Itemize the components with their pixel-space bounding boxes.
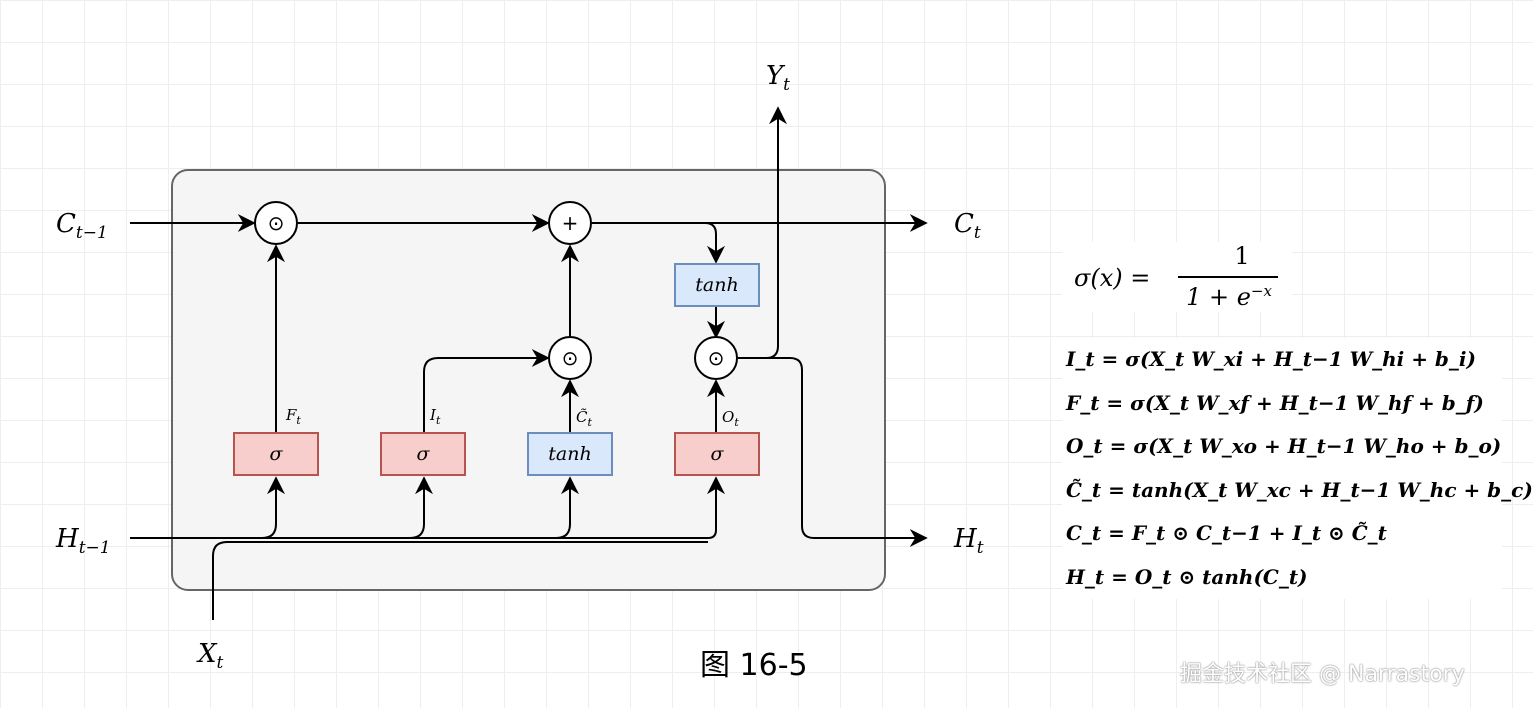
candidate-tanh: tanh [527, 432, 613, 476]
svg-text:tanh: tanh [695, 274, 738, 296]
svg-text:σ: σ [417, 443, 431, 465]
edge-input-to-mul2 [423, 349, 550, 432]
edge-xt-input [212, 541, 708, 620]
sigmoid-denominator: 1 + e−x [1186, 282, 1272, 311]
label-ot: Ot [722, 408, 739, 429]
formula-cell-state: C_t = F_t ⊙ C_t−1 + I_t ⊙ C̃_t [1066, 521, 1387, 545]
watermark: 掘金技术社区 @ Narrastory [1180, 662, 1465, 687]
label-x-t: Xt [196, 639, 224, 673]
svg-text:tanh: tanh [548, 443, 591, 465]
svg-text:⊙: ⊙ [708, 346, 725, 370]
output-multiply-node: ⊙ [694, 336, 738, 380]
formula-output-gate: O_t = σ(X_t W_xo + H_t−1 W_ho + b_o) [1066, 434, 1502, 458]
forget-gate-sigma: σ [233, 432, 319, 476]
svg-text:⊙: ⊙ [268, 211, 285, 235]
output-gate-sigma: σ [674, 432, 760, 476]
lstm-formulas: I_t = σ(X_t W_xi + H_t−1 W_hi + b_i) F_t… [1062, 338, 1533, 599]
label-it: It [429, 406, 441, 427]
edge-mul3-to-ht [738, 357, 928, 547]
label-c-prev: Ct−1 [56, 209, 108, 243]
edge-bus-to-candidate [555, 476, 579, 539]
cell-state-tanh: tanh [674, 263, 760, 307]
label-ft: Ft [285, 406, 301, 427]
svg-text:+: + [562, 211, 579, 235]
input-gate-sigma: σ [380, 432, 466, 476]
input-multiply-node: ⊙ [548, 336, 592, 380]
edge-add-to-tanh [592, 222, 725, 264]
edge-hprev-bus [130, 476, 725, 539]
forget-multiply-node: ⊙ [254, 201, 298, 245]
figure-caption: 图 16-5 [700, 648, 808, 683]
label-h-prev: Ht−1 [55, 524, 111, 558]
formula-input-gate: I_t = σ(X_t W_xi + H_t−1 W_hi + b_i) [1066, 347, 1476, 371]
label-ct-tilde: C̃t [576, 408, 592, 429]
edge-bus-to-forget [261, 476, 285, 539]
sigmoid-definition: σ(x) = 1 1 + e−x [1062, 242, 1292, 312]
formula-hidden-state: H_t = O_t ⊙ tanh(C_t) [1066, 564, 1308, 589]
sigmoid-numerator: 1 [1234, 242, 1250, 270]
formula-forget-gate: F_t = σ(X_t W_xf + H_t−1 W_hf + b_f) [1066, 390, 1484, 415]
label-y-t: Yt [766, 61, 790, 95]
svg-text:⊙: ⊙ [562, 346, 579, 370]
svg-text:σ: σ [711, 443, 725, 465]
sigmoid-lhs: σ(x) = [1074, 264, 1151, 292]
formula-candidate: C̃_t = tanh(X_t W_xc + H_t−1 W_hc + b_c) [1066, 477, 1533, 502]
label-c-t: Ct [954, 209, 981, 243]
sigmoid-fraction-bar [1178, 276, 1278, 278]
svg-text:σ: σ [270, 443, 284, 465]
cell-add-node: + [548, 201, 592, 245]
label-h-t: Ht [953, 524, 984, 558]
edge-bus-to-input [409, 476, 433, 539]
